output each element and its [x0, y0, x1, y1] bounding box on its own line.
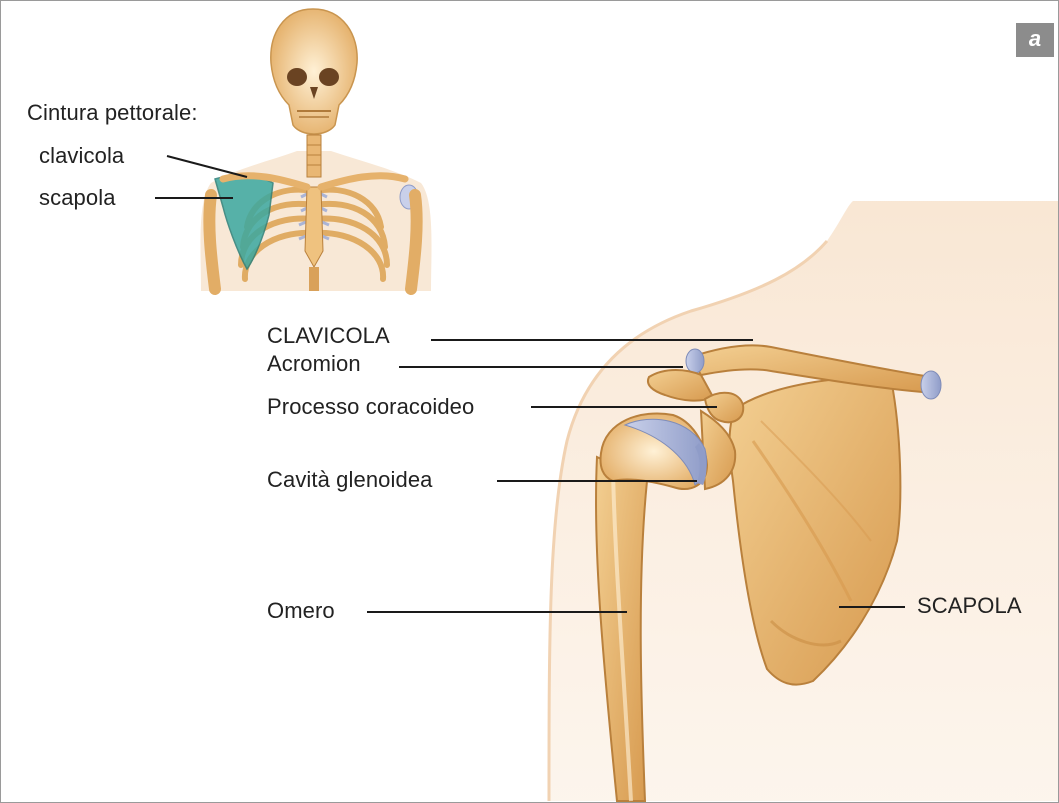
label-scapola: scapola: [39, 185, 116, 211]
label-processo-coracoideo: Processo coracoideo: [267, 394, 474, 420]
overview-heading-label: Cintura pettorale:: [27, 100, 198, 126]
label-scapola-detail: SCAPOLA: [917, 593, 1022, 619]
leader-line-clavicola: [167, 156, 247, 177]
label-clavicola-detail: CLAVICOLA: [267, 323, 390, 349]
label-omero: Omero: [267, 598, 335, 624]
label-acromion: Acromion: [267, 351, 361, 377]
detail-shoulder: [549, 201, 1058, 801]
label-cavita-glenoidea: Cavità glenoidea: [267, 467, 433, 493]
overview-skeleton: [200, 9, 431, 291]
label-clavicola: clavicola: [39, 143, 124, 169]
panel-letter-badge: a: [1016, 23, 1054, 57]
